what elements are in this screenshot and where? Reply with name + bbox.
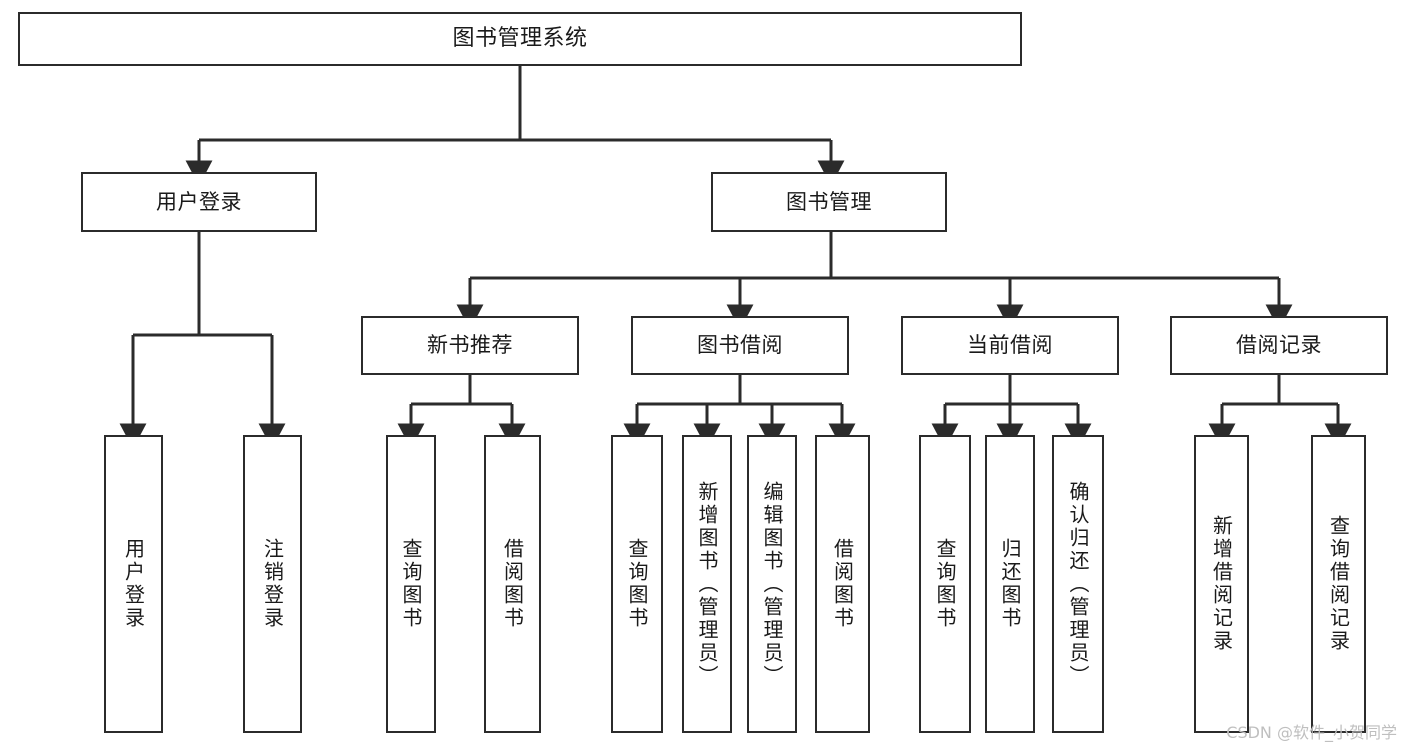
leaf-query-book-rec-label: 查询图书 xyxy=(399,538,423,630)
leaf-add-record-label: 新增借阅记录 xyxy=(1209,515,1234,653)
leaf-user-login-label: 用户登录 xyxy=(121,538,146,630)
leaf-add-book-label: 新增图书（管理员） xyxy=(695,480,719,688)
leaf-query-book-borrow[interactable]: 查询图书 xyxy=(611,435,663,733)
node-borrow-record-label: 借阅记录 xyxy=(1236,333,1322,358)
leaf-return-book[interactable]: 归还图书 xyxy=(985,435,1035,733)
leaf-add-book[interactable]: 新增图书（管理员） xyxy=(682,435,732,733)
leaf-borrow-book[interactable]: 借阅图书 xyxy=(815,435,870,733)
leaf-query-book-cur[interactable]: 查询图书 xyxy=(919,435,971,733)
node-book-manage[interactable]: 图书管理 xyxy=(711,172,947,232)
leaf-query-book-borrow-label: 查询图书 xyxy=(625,538,649,630)
leaf-edit-book-label: 编辑图书（管理员） xyxy=(760,480,784,688)
node-current-borrow[interactable]: 当前借阅 xyxy=(901,316,1119,375)
node-user-login[interactable]: 用户登录 xyxy=(81,172,317,232)
node-book-manage-label: 图书管理 xyxy=(786,189,872,214)
node-book-borrow-label: 图书借阅 xyxy=(697,333,783,358)
node-current-borrow-label: 当前借阅 xyxy=(967,333,1053,358)
node-new-book-rec-label: 新书推荐 xyxy=(427,333,513,358)
leaf-add-record[interactable]: 新增借阅记录 xyxy=(1194,435,1249,733)
leaf-confirm-return[interactable]: 确认归还（管理员） xyxy=(1052,435,1104,733)
node-root-label: 图书管理系统 xyxy=(452,26,588,52)
node-user-login-label: 用户登录 xyxy=(156,189,242,214)
node-root[interactable]: 图书管理系统 xyxy=(18,12,1022,66)
leaf-logout[interactable]: 注销登录 xyxy=(243,435,302,733)
node-borrow-record[interactable]: 借阅记录 xyxy=(1170,316,1388,375)
leaf-return-book-label: 归还图书 xyxy=(998,538,1022,630)
leaf-borrow-book-label: 借阅图书 xyxy=(830,538,855,630)
csdn-watermark: CSDN @软件_小贺同学 xyxy=(1226,723,1397,742)
leaf-user-login[interactable]: 用户登录 xyxy=(104,435,163,733)
leaf-logout-label: 注销登录 xyxy=(260,538,285,630)
leaf-query-book-cur-label: 查询图书 xyxy=(933,538,957,630)
leaf-borrow-book-rec-label: 借阅图书 xyxy=(500,538,525,630)
node-new-book-rec[interactable]: 新书推荐 xyxy=(361,316,579,375)
leaf-query-record-label: 查询借阅记录 xyxy=(1326,515,1351,653)
leaf-borrow-book-rec[interactable]: 借阅图书 xyxy=(484,435,541,733)
leaf-query-record[interactable]: 查询借阅记录 xyxy=(1311,435,1366,733)
leaf-edit-book[interactable]: 编辑图书（管理员） xyxy=(747,435,797,733)
leaf-confirm-return-label: 确认归还（管理员） xyxy=(1066,480,1090,688)
leaf-query-book-rec[interactable]: 查询图书 xyxy=(386,435,436,733)
node-book-borrow[interactable]: 图书借阅 xyxy=(631,316,849,375)
